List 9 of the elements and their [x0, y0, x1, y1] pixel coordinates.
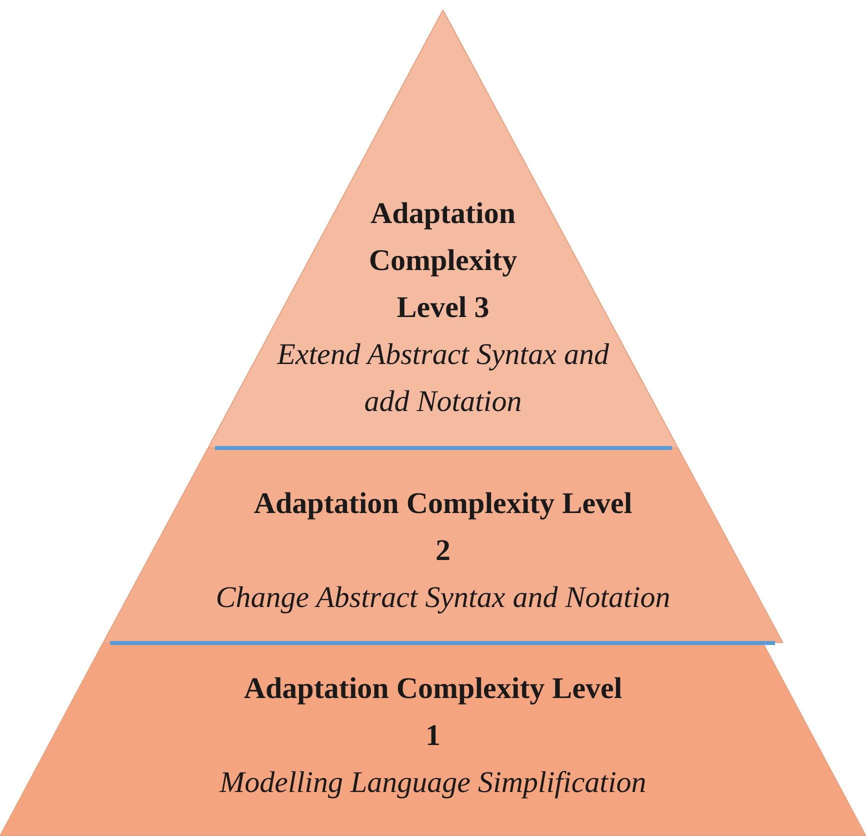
tier-heading: Adaptation Complexity Level 3: [368, 196, 518, 326]
pyramid-tier: [0, 643, 866, 836]
pyramid-tier: [208, 10, 678, 448]
tier-description: Modelling Language Simplification: [220, 765, 646, 801]
tier-description: Change Abstract Syntax and Notation: [216, 580, 670, 616]
tier-description: Extend Abstract Syntax and add Notation: [276, 337, 610, 420]
tier-heading: Adaptation Complexity Level 1: [243, 671, 623, 754]
pyramid-tier: [103, 448, 783, 643]
tier-heading: Adaptation Complexity Level 2: [253, 486, 633, 569]
